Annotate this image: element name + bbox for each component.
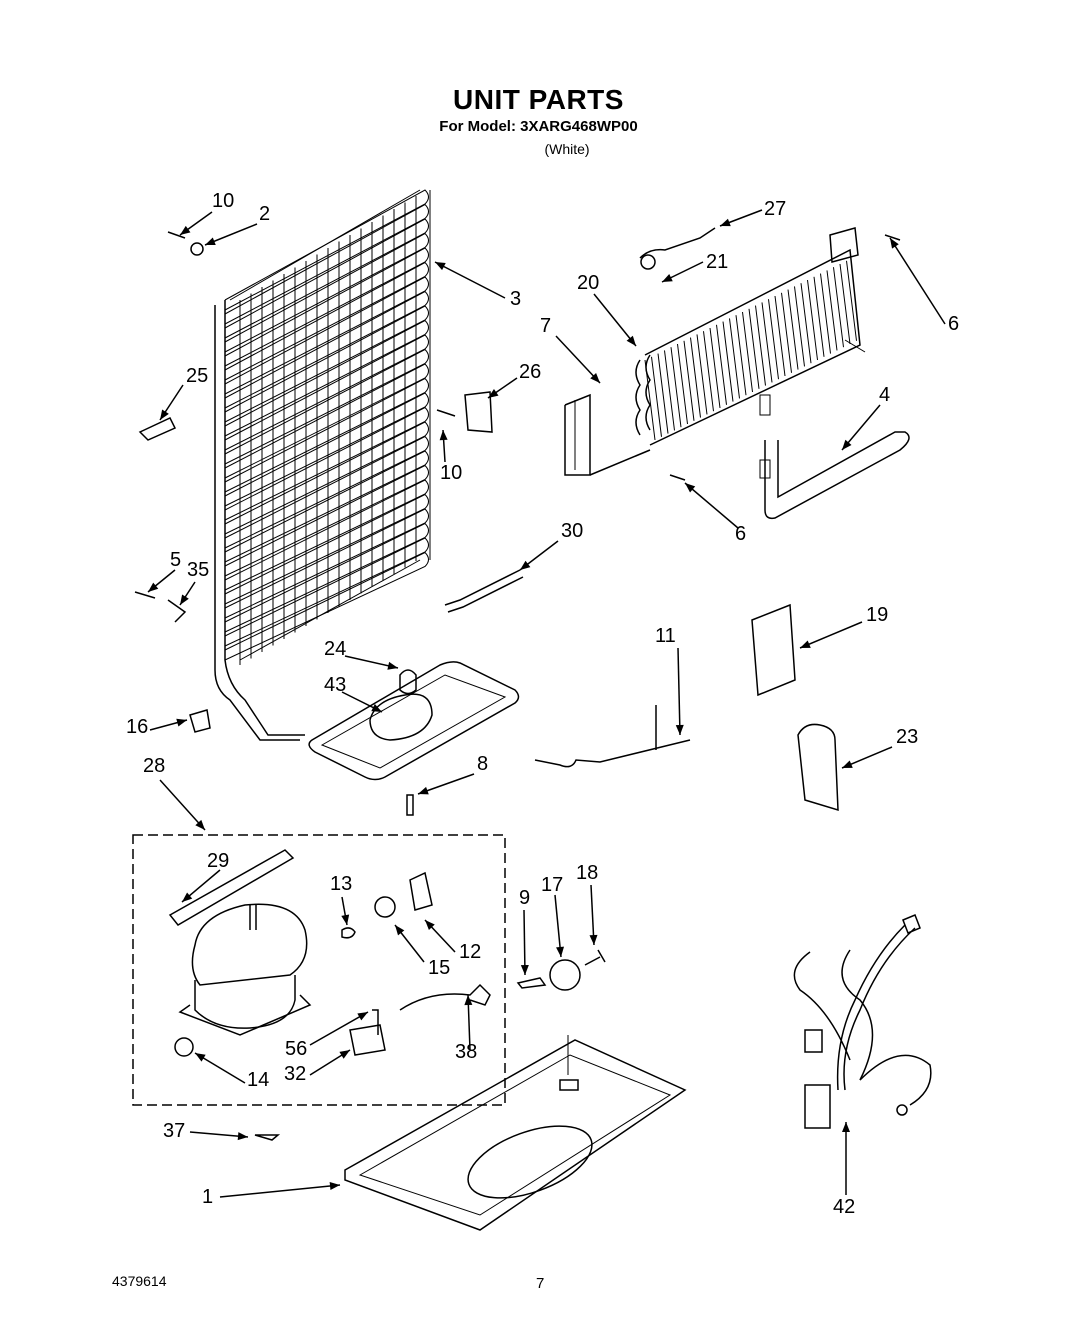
callout-29: 29 xyxy=(207,850,229,872)
model-line: For Model: 3XARG468WP00 xyxy=(439,118,638,135)
foam-pad-19-drawing xyxy=(751,603,796,697)
callout-7: 7 xyxy=(540,315,551,337)
callout-19: 19 xyxy=(866,604,888,626)
foam-pad-23-drawing xyxy=(797,723,839,812)
callout-5: 5 xyxy=(170,549,181,571)
callout-56: 56 xyxy=(285,1038,307,1060)
screw-18-drawing xyxy=(584,949,606,966)
callout-23: 23 xyxy=(896,726,918,748)
callout-20: 20 xyxy=(577,272,599,294)
color-line: (White) xyxy=(544,141,590,157)
callout-32: 32 xyxy=(284,1063,306,1085)
callout-21: 21 xyxy=(706,251,728,273)
callout-4: 4 xyxy=(879,384,890,406)
callout-28: 28 xyxy=(143,755,165,777)
callout-16: 16 xyxy=(126,716,148,738)
callout-25: 25 xyxy=(186,365,208,387)
condenser-coil-drawing xyxy=(214,189,431,741)
callout-37: 37 xyxy=(163,1120,185,1142)
callout-38: 38 xyxy=(455,1041,477,1063)
callout-3: 3 xyxy=(510,288,521,310)
callout-27: 27 xyxy=(764,198,786,220)
clip-9-drawing xyxy=(516,977,547,989)
compressor-assembly-boundary xyxy=(132,834,506,1106)
document-number: 4379614 xyxy=(112,1273,167,1289)
callout-26: 26 xyxy=(519,361,541,383)
evaporator-drawing xyxy=(564,227,866,476)
callout-14: 14 xyxy=(247,1069,269,1091)
drain-pan-drawing xyxy=(308,661,520,816)
callout-11: 11 xyxy=(655,625,676,647)
callout-labels: 10 2 3 25 26 10 5 35 27 21 20 7 6 4 6 30… xyxy=(126,190,959,1218)
callout-8: 8 xyxy=(477,753,488,775)
callout-10-top: 10 xyxy=(212,190,234,212)
page-number: 7 xyxy=(536,1275,545,1292)
callout-15: 15 xyxy=(428,957,450,979)
defrost-heater-drawing xyxy=(759,394,910,520)
callout-2: 2 xyxy=(259,203,270,225)
callout-9: 9 xyxy=(519,887,530,909)
fan-wheel-17-drawing xyxy=(549,959,581,991)
callout-1: 1 xyxy=(202,1186,213,1208)
wiring-harness-drawing xyxy=(793,914,932,1129)
callout-18: 18 xyxy=(576,862,598,884)
callout-12: 12 xyxy=(459,941,481,963)
base-plate-drawing xyxy=(344,1035,687,1231)
thermistor-drawing xyxy=(444,569,524,613)
hardware-drawings xyxy=(134,227,901,1141)
callout-leaders xyxy=(147,209,946,1198)
callout-42: 42 xyxy=(833,1196,855,1218)
callout-43: 43 xyxy=(324,674,346,696)
callout-35: 35 xyxy=(187,559,209,581)
callout-10-mid: 10 xyxy=(440,462,462,484)
callout-13: 13 xyxy=(330,873,352,895)
callout-6-lower: 6 xyxy=(735,523,746,545)
compressor-drawing xyxy=(168,849,491,1057)
callout-17: 17 xyxy=(541,874,563,896)
page-title: UNIT PARTS xyxy=(453,84,624,115)
callout-6-right: 6 xyxy=(948,313,959,335)
drain-tube-drawing xyxy=(534,705,691,768)
callout-24: 24 xyxy=(324,638,346,660)
callout-30: 30 xyxy=(561,520,583,542)
